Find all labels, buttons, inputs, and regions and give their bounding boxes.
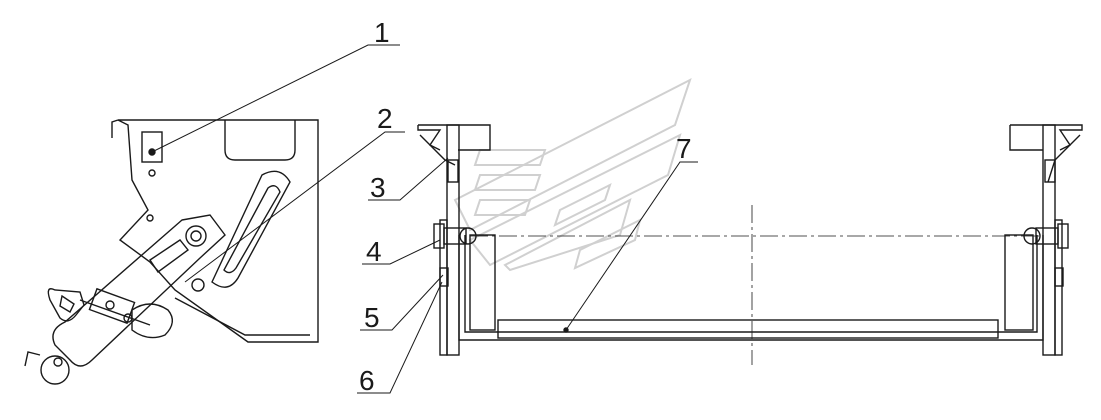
lower-roller [40, 355, 70, 385]
shackle [131, 303, 173, 339]
left-side-view [24, 119, 319, 385]
right-bolt [1057, 223, 1069, 249]
leader-1 [151, 44, 400, 153]
leader-4 [362, 239, 441, 265]
callout-labels: 1 2 3 4 5 6 7 [359, 17, 692, 396]
leader-7 [565, 161, 698, 331]
plate-cutout [224, 120, 296, 161]
callout-2: 2 [377, 103, 393, 134]
slotted-lever [211, 170, 291, 288]
callout-1: 1 [374, 17, 390, 48]
center-lines [470, 205, 1040, 365]
leader-lines [151, 44, 698, 394]
turnbuckle-body [88, 287, 136, 325]
left-bolt [433, 223, 445, 249]
callout-5: 5 [364, 302, 380, 333]
leader-6 [357, 281, 443, 394]
callout-6: 6 [359, 365, 375, 396]
callout-7: 7 [676, 133, 692, 164]
hook-handle [47, 288, 85, 322]
watermark-logo [453, 77, 692, 272]
top-flange [111, 119, 119, 138]
callout-4: 4 [366, 236, 382, 267]
leader-3 [368, 157, 449, 201]
callout-3: 3 [370, 172, 386, 203]
latch-link [52, 214, 226, 367]
leader-5 [360, 274, 444, 331]
bottom-plate [497, 319, 999, 339]
top-left-clamp [417, 124, 491, 151]
front-view [417, 124, 1083, 356]
u-channel [458, 235, 1044, 341]
side-plate [117, 119, 319, 343]
leader-2 [184, 131, 405, 283]
locating-block [141, 131, 163, 163]
pivot-bolt [185, 225, 207, 247]
top-right-clamp [1009, 124, 1083, 151]
